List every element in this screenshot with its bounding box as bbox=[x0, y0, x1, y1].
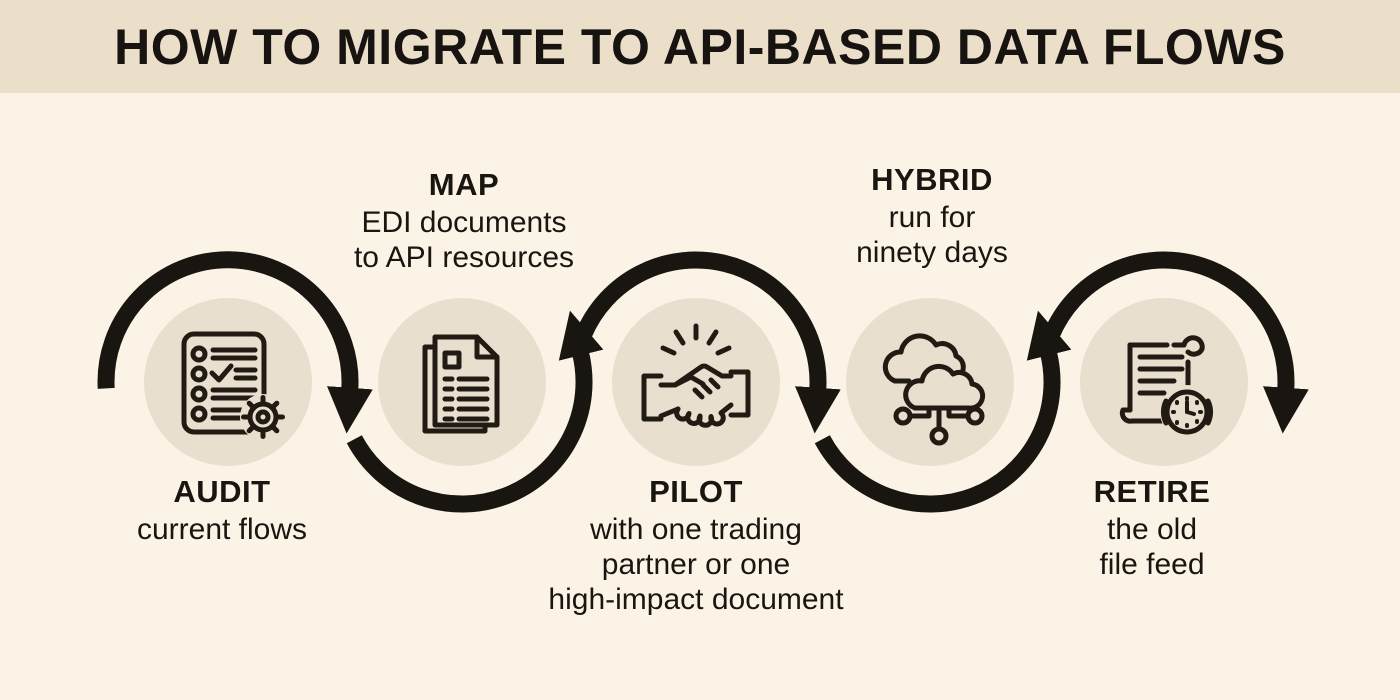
step-label-audit: AUDIT current flows bbox=[137, 472, 307, 547]
step-name-map: MAP bbox=[428, 167, 500, 202]
step-label-hybrid: HYBRID run for ninety days bbox=[856, 160, 1008, 270]
flow-arrow-3 bbox=[575, 251, 841, 434]
step-desc-line: ninety days bbox=[856, 236, 1008, 269]
step-desc-line: to API resources bbox=[353, 241, 575, 274]
step-name-pilot: PILOT bbox=[649, 474, 743, 509]
documents-icon bbox=[422, 334, 500, 434]
step-label-map: MAP EDI documents to API resources bbox=[354, 165, 574, 275]
step-desc-line: run for bbox=[888, 201, 976, 234]
page-title: HOW TO MIGRATE TO API-BASED DATA FLOWS bbox=[114, 18, 1286, 75]
header-band: HOW TO MIGRATE TO API-BASED DATA FLOWS bbox=[0, 0, 1400, 93]
handshake-icon bbox=[641, 323, 751, 428]
step-desc-line: the old bbox=[1106, 513, 1198, 546]
step-name-hybrid: HYBRID bbox=[871, 162, 993, 197]
step-desc-line: current flows bbox=[136, 513, 308, 546]
step-desc-line: file feed bbox=[1099, 548, 1205, 581]
step-desc-line: with one trading bbox=[590, 513, 802, 546]
step-name-retire: RETIRE bbox=[1093, 474, 1211, 509]
step-name-audit: AUDIT bbox=[173, 474, 271, 509]
step-desc-line: high-impact document bbox=[548, 583, 844, 616]
flow-arrow-5 bbox=[1043, 251, 1309, 434]
flow-arrow-4 bbox=[814, 310, 1072, 513]
flow-arrow-1 bbox=[97, 251, 373, 434]
flow-arrow-2 bbox=[346, 310, 604, 513]
step-circle-audit bbox=[144, 298, 312, 466]
step-label-pilot: PILOT with one trading partner or one hi… bbox=[548, 472, 843, 617]
clouds-network-icon bbox=[882, 333, 986, 446]
scroll-clock-icon bbox=[1119, 335, 1214, 439]
checklist-gear-icon bbox=[181, 331, 286, 440]
step-label-retire: RETIRE the old file feed bbox=[1094, 472, 1211, 582]
step-desc-line: partner or one bbox=[601, 548, 791, 581]
step-desc-line: EDI documents bbox=[361, 206, 567, 239]
